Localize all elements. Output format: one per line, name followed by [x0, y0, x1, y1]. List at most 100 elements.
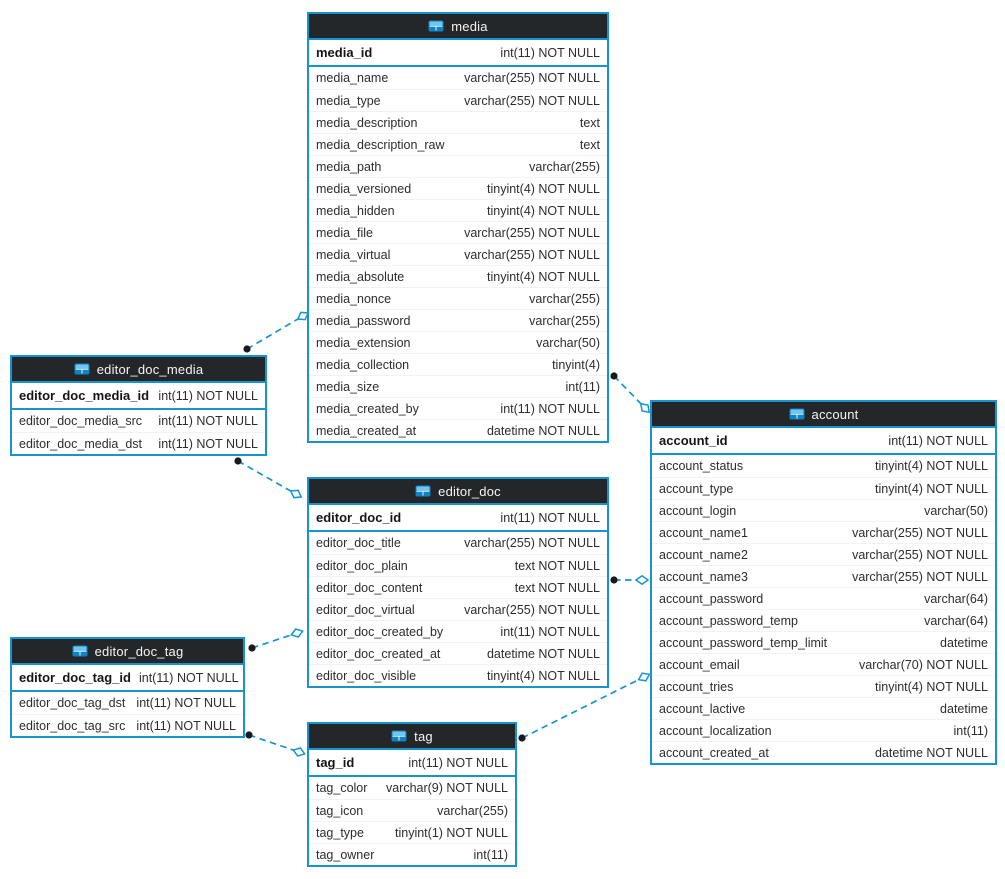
field-type: varchar(255) NOT NULL: [464, 247, 600, 262]
field-name: media_path: [316, 159, 382, 174]
field-type: int(11) NOT NULL: [158, 436, 258, 451]
field-name: media_created_at: [316, 423, 417, 438]
field-name: media_description_raw: [316, 137, 445, 152]
field-name: editor_doc_title: [316, 536, 401, 550]
field-type: varchar(64): [924, 591, 988, 606]
field-type: varchar(50): [924, 503, 988, 518]
field-name: media_extension: [316, 335, 411, 350]
field-type: varchar(255): [529, 159, 600, 174]
field-name: editor_doc_visible: [316, 668, 417, 683]
table-icon: [415, 485, 431, 497]
field-type: int(11) NOT NULL: [158, 388, 258, 403]
field-name: editor_doc_created_by: [316, 624, 444, 639]
field-name: account_status: [659, 459, 744, 473]
field-type: text: [579, 115, 600, 130]
entity-header[interactable]: editor_doc_tag: [12, 639, 243, 665]
field-name: media_versioned: [316, 181, 412, 196]
field-type: varchar(255): [529, 291, 600, 306]
field-type: varchar(255): [529, 313, 600, 328]
entity-title: tag: [414, 728, 433, 744]
field-row[interactable]: media_description text: [309, 111, 607, 133]
field-type: int(11) NOT NULL: [136, 696, 236, 710]
field-name: media_description: [316, 115, 418, 130]
field-name: media_hidden: [316, 203, 395, 218]
field-type: int(11) NOT NULL: [408, 755, 508, 770]
field-type: datetime: [940, 701, 988, 716]
field-row[interactable]: media_virtual varchar(255) NOT NULL: [309, 243, 607, 265]
field-name: editor_doc_tag_src: [19, 718, 126, 733]
field-type: int(11): [953, 723, 988, 738]
field-row[interactable]: media_path varchar(255): [309, 155, 607, 177]
field-type: varchar(255) NOT NULL: [464, 602, 600, 617]
entity-header[interactable]: media: [309, 14, 607, 40]
field-name: media_absolute: [316, 269, 405, 284]
field-name: media_file: [316, 225, 373, 240]
field-name: media_collection: [316, 357, 410, 372]
field-name: media_virtual: [316, 247, 391, 262]
entity-header[interactable]: editor_doc_media: [12, 357, 265, 383]
field-name: media_id: [316, 45, 373, 60]
entity-header[interactable]: account: [652, 402, 995, 428]
entity-header[interactable]: tag: [309, 724, 515, 750]
entity-title: account: [811, 406, 859, 422]
field-type: varchar(255) NOT NULL: [852, 569, 988, 584]
entity-header[interactable]: editor_doc: [309, 479, 607, 505]
field-type: int(11): [565, 379, 600, 394]
